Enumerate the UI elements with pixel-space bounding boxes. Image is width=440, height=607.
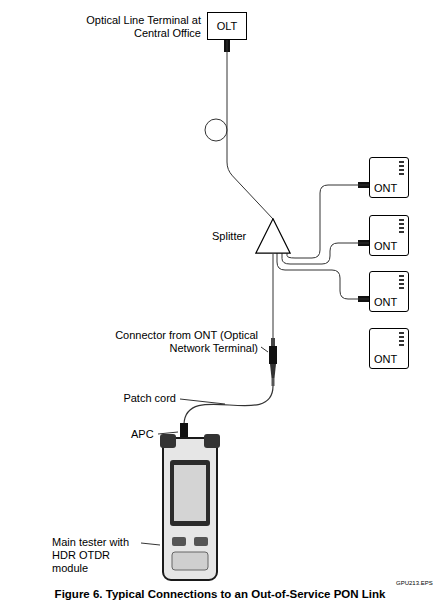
fiber-link <box>282 243 369 264</box>
status-leds <box>399 332 405 348</box>
status-led <box>399 227 404 229</box>
splitter-symbol <box>255 218 291 254</box>
fiber-loop <box>205 119 227 141</box>
status-led <box>399 219 404 221</box>
fiber-link <box>227 40 273 219</box>
status-led <box>399 169 404 171</box>
status-led <box>399 283 404 285</box>
figure-caption: Figure 6. Typical Connections to an Out-… <box>0 588 440 601</box>
tester-body <box>163 438 217 580</box>
tester-label: Main tester with HDR OTDR module <box>52 536 148 575</box>
status-leds <box>399 219 405 235</box>
tester-bumper <box>160 434 176 448</box>
ont-box: ONT <box>369 271 409 312</box>
status-led <box>399 332 404 334</box>
leader-line <box>158 432 178 434</box>
node-label: ONT <box>374 353 397 366</box>
status-led <box>399 173 404 175</box>
status-led <box>399 340 404 342</box>
connector-boot <box>271 338 275 346</box>
node-label: ONT <box>374 240 397 253</box>
node-label: OLT <box>217 20 238 33</box>
apc-connector <box>180 423 188 438</box>
fiber-link <box>287 185 369 258</box>
status-led <box>399 161 404 163</box>
tester-screen <box>174 465 206 521</box>
splitter-node: Splitter <box>212 218 291 254</box>
ont-box: ONT <box>369 157 409 198</box>
node-label: ONT <box>374 182 397 195</box>
fiber-link <box>277 253 369 299</box>
status-led <box>399 344 404 346</box>
splitter-triangle <box>256 219 290 253</box>
status-led <box>399 275 404 277</box>
tester-bezel <box>170 460 210 526</box>
leader-line <box>180 399 225 404</box>
connector-body <box>269 346 277 364</box>
tester-button <box>194 537 208 546</box>
drop-fiber <box>273 254 274 338</box>
node-label: Splitter <box>212 230 246 243</box>
patch-cord <box>184 386 273 424</box>
tester-keypad <box>172 552 208 570</box>
node-label: ONT <box>374 296 397 309</box>
terminal-box: OLT <box>207 12 247 40</box>
status-led <box>399 165 404 167</box>
ont-box: ONT <box>369 328 409 369</box>
patch-cord-label: Patch cord <box>104 392 176 405</box>
otdr-tester <box>160 423 220 580</box>
connector-ferrule <box>272 378 275 386</box>
tester-bumper <box>204 434 220 448</box>
leader-line <box>141 543 160 545</box>
status-led <box>399 231 404 233</box>
status-led <box>399 223 404 225</box>
status-leds <box>399 161 405 177</box>
status-leds <box>399 275 405 291</box>
tester-button <box>172 537 186 546</box>
splitter-text: Splitter <box>212 230 246 243</box>
olt-label: Optical Line Terminal at Central Office <box>69 14 201 40</box>
status-led <box>399 279 404 281</box>
connector-label: Connector from ONT (Optical Network Term… <box>114 329 258 355</box>
apc-label: APC <box>131 428 157 441</box>
leader-line <box>261 347 268 352</box>
fiber-connector <box>269 338 277 386</box>
ont-plugs <box>358 182 369 302</box>
file-code: GPU213.EPS <box>396 579 436 587</box>
connector-taper <box>270 364 276 378</box>
status-led <box>399 287 404 289</box>
leader-lines <box>141 347 268 545</box>
status-led <box>399 336 404 338</box>
ont-box: ONT <box>369 215 409 256</box>
